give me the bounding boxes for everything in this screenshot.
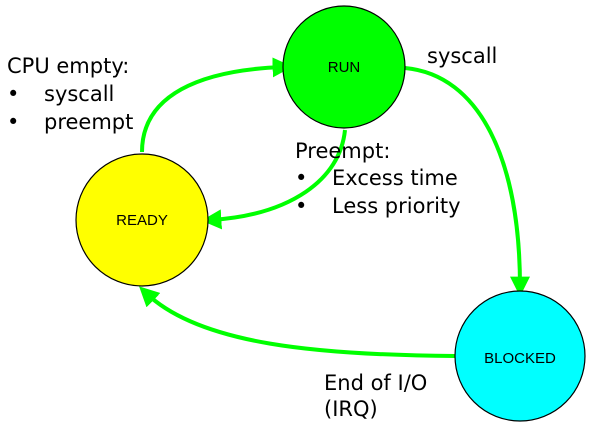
note-preempt-bullet-1: •: [295, 166, 307, 190]
state-ready-circle: [75, 153, 209, 287]
note-preempt-item-excess-time: Excess time: [332, 166, 458, 190]
arrow-blocked-to-ready: [139, 286, 456, 358]
note-cpu-empty: CPU empty: • syscall • preempt: [7, 54, 133, 134]
note-syscall: syscall: [427, 44, 497, 68]
note-preempt-title: Preempt:: [295, 139, 390, 163]
state-ready: READY: [75, 153, 209, 287]
note-end-io-line-1: End of I/O: [324, 371, 427, 395]
note-preempt-bullet-2: •: [295, 194, 307, 218]
note-cpu-empty-title: CPU empty:: [7, 54, 129, 78]
state-blocked-label: BLOCKED: [484, 350, 556, 367]
state-blocked-circle: [454, 290, 586, 422]
note-end-io-line-2: (IRQ): [324, 397, 378, 421]
note-end-io: End of I/O (IRQ): [324, 371, 427, 421]
note-cpu-empty-bullet-2: •: [7, 110, 19, 134]
state-blocked: BLOCKED: [454, 290, 586, 422]
arrow-run-to-ready: [201, 129, 347, 230]
note-cpu-empty-item-preempt: preempt: [44, 110, 133, 134]
note-cpu-empty-bullet-1: •: [7, 82, 19, 106]
state-ready-label: READY: [116, 212, 168, 229]
arrow-ready-to-run: [140, 57, 293, 153]
note-preempt: Preempt: • Excess time • Less priority: [295, 139, 461, 218]
note-cpu-empty-item-syscall: syscall: [44, 82, 114, 106]
state-run-circle: [282, 5, 406, 129]
arrow-run-to-blocked: [404, 66, 530, 297]
state-run-label: RUN: [328, 59, 361, 76]
state-run: RUN: [282, 5, 406, 129]
note-preempt-item-less-priority: Less priority: [332, 194, 461, 218]
